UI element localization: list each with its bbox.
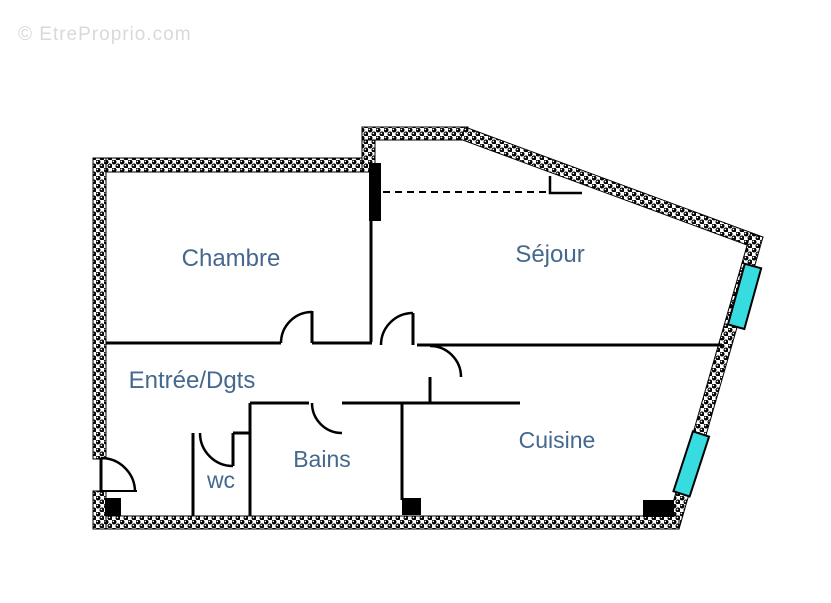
- exterior-wall-top-chambre: [92, 157, 376, 173]
- watermark: © EtreProprio.com: [18, 24, 192, 45]
- exterior-wall-top-sejour: [361, 126, 469, 141]
- door-arc-entrance: [100, 456, 137, 493]
- door-jamb-entrance: [105, 498, 121, 516]
- wall-bracket: [548, 176, 582, 195]
- exterior-wall-bottom: [92, 515, 680, 530]
- door-arc-bains: [310, 402, 343, 435]
- door-arc-wc: [198, 432, 234, 468]
- room-label-cuisine: Cuisine: [519, 427, 596, 453]
- exterior-wall-left-upper: [92, 157, 107, 460]
- room-label-wc: wc: [206, 467, 235, 493]
- window-icon-lower: [672, 430, 711, 498]
- door-jamb-cuisine: [402, 498, 421, 515]
- door-jambs: [105, 163, 674, 517]
- door-jamb-bottom-right: [643, 500, 674, 517]
- door-arc-chambre: [279, 310, 313, 344]
- room-label-bains: Bains: [293, 446, 351, 472]
- room-label-entree: Entrée/Dgts: [129, 367, 256, 394]
- room-label-chambre: Chambre: [182, 245, 281, 272]
- exterior-wall-left-lower: [92, 490, 107, 530]
- window-glass-lower: [672, 430, 711, 498]
- door-arcs: [100, 310, 463, 493]
- door-arc-sejour: [379, 311, 414, 346]
- door-arc-cuisine: [429, 344, 463, 378]
- exterior-wall-slant-top: [459, 126, 764, 250]
- interior-walls: [99, 163, 722, 516]
- room-labels: Chambre Séjour Entrée/Dgts wc Bains Cuis…: [129, 241, 596, 493]
- window-icon-upper: [726, 262, 763, 331]
- room-label-sejour: Séjour: [515, 241, 584, 268]
- window-glass-upper: [726, 262, 763, 331]
- door-jamb-sejour: [369, 163, 381, 221]
